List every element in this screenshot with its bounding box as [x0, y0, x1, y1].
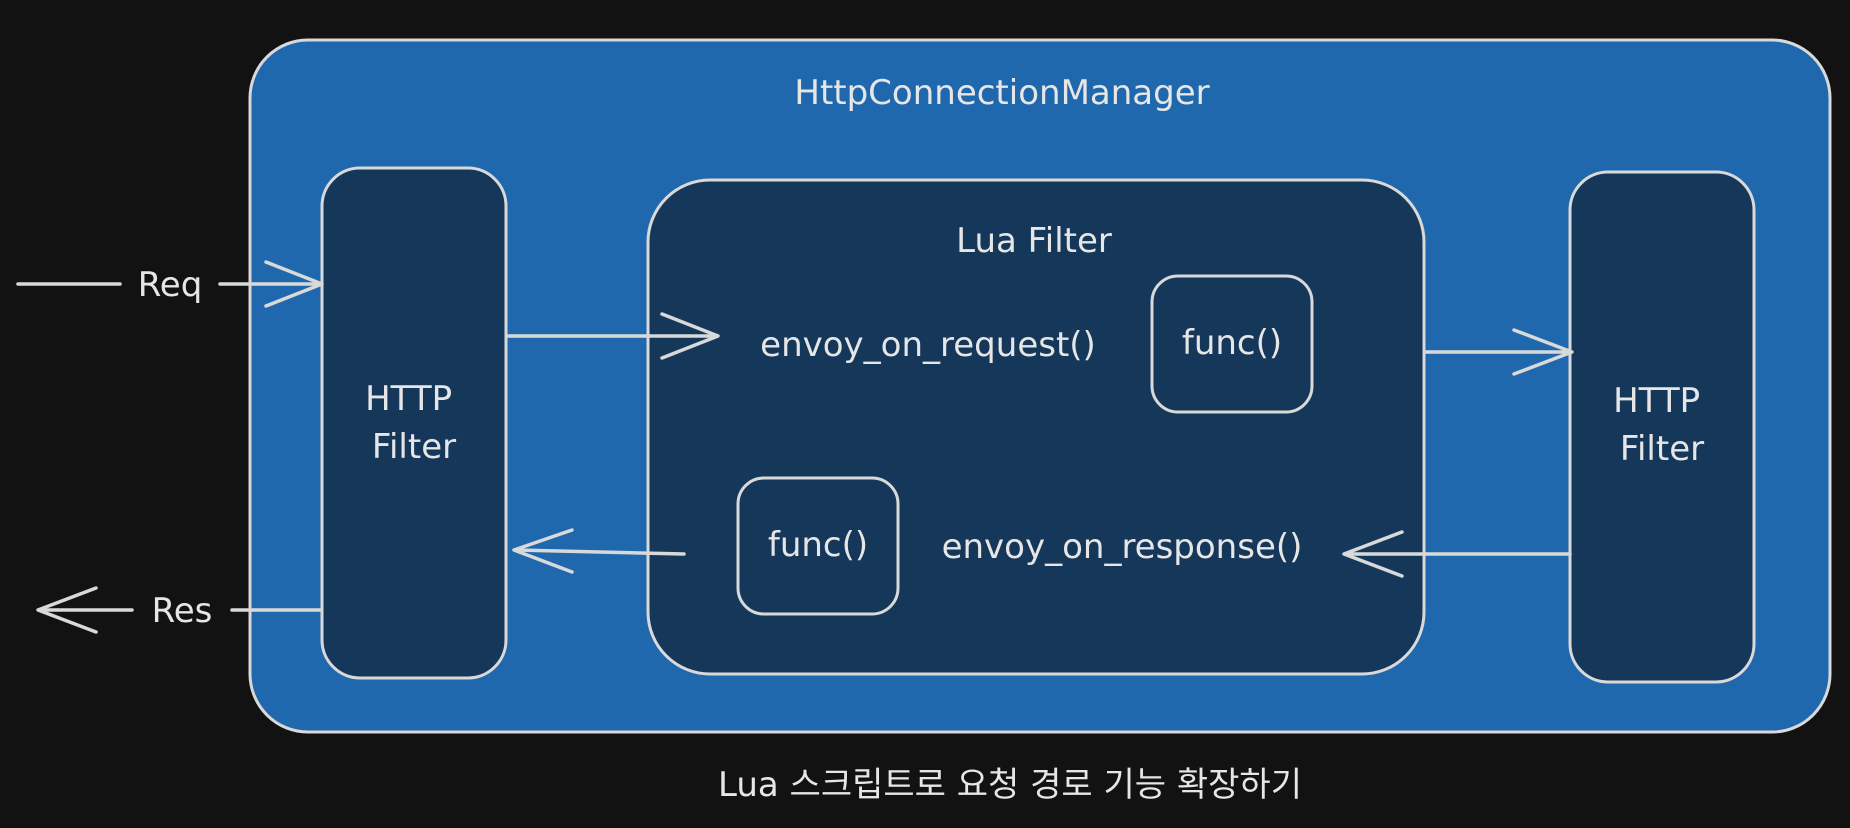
envoy-on-response-label: envoy_on_response()	[942, 527, 1303, 567]
left-filter-line-2: Filter	[372, 427, 456, 467]
to-left-filter-line	[514, 548, 686, 556]
response-func-label: func()	[768, 525, 868, 565]
manager-title: HttpConnectionManager	[794, 73, 1209, 113]
left-filter-line-1: HTTP	[365, 379, 452, 419]
req-arrowhead	[264, 260, 324, 308]
arrows	[16, 260, 1574, 634]
request-func-label: func()	[1182, 323, 1282, 363]
envoy-on-request-label: envoy_on_request()	[760, 325, 1096, 365]
lua-filter-title: Lua Filter	[956, 221, 1112, 261]
res-arrowhead	[36, 586, 98, 634]
diagram-caption: Lua 스크립트로 요청 경로 기능 확장하기	[718, 765, 1302, 805]
res-label: Res	[152, 591, 213, 631]
right-http-filter-box	[1568, 170, 1756, 684]
right-filter-line-1: HTTP	[1613, 381, 1700, 421]
req-label: Req	[138, 265, 203, 305]
to-lua-request-arrowhead	[660, 312, 720, 360]
left-http-filter-label: HTTP Filter	[365, 379, 463, 467]
left-http-filter-box	[320, 166, 508, 680]
request-func-box	[1150, 274, 1314, 414]
right-http-filter-label: HTTP Filter	[1613, 381, 1711, 469]
from-right-filter-arrowhead	[1342, 530, 1404, 578]
right-filter-line-2: Filter	[1620, 429, 1704, 469]
to-right-filter-arrowhead	[1512, 328, 1574, 376]
response-func-box	[736, 476, 900, 616]
to-left-filter-arrowhead	[512, 528, 574, 574]
